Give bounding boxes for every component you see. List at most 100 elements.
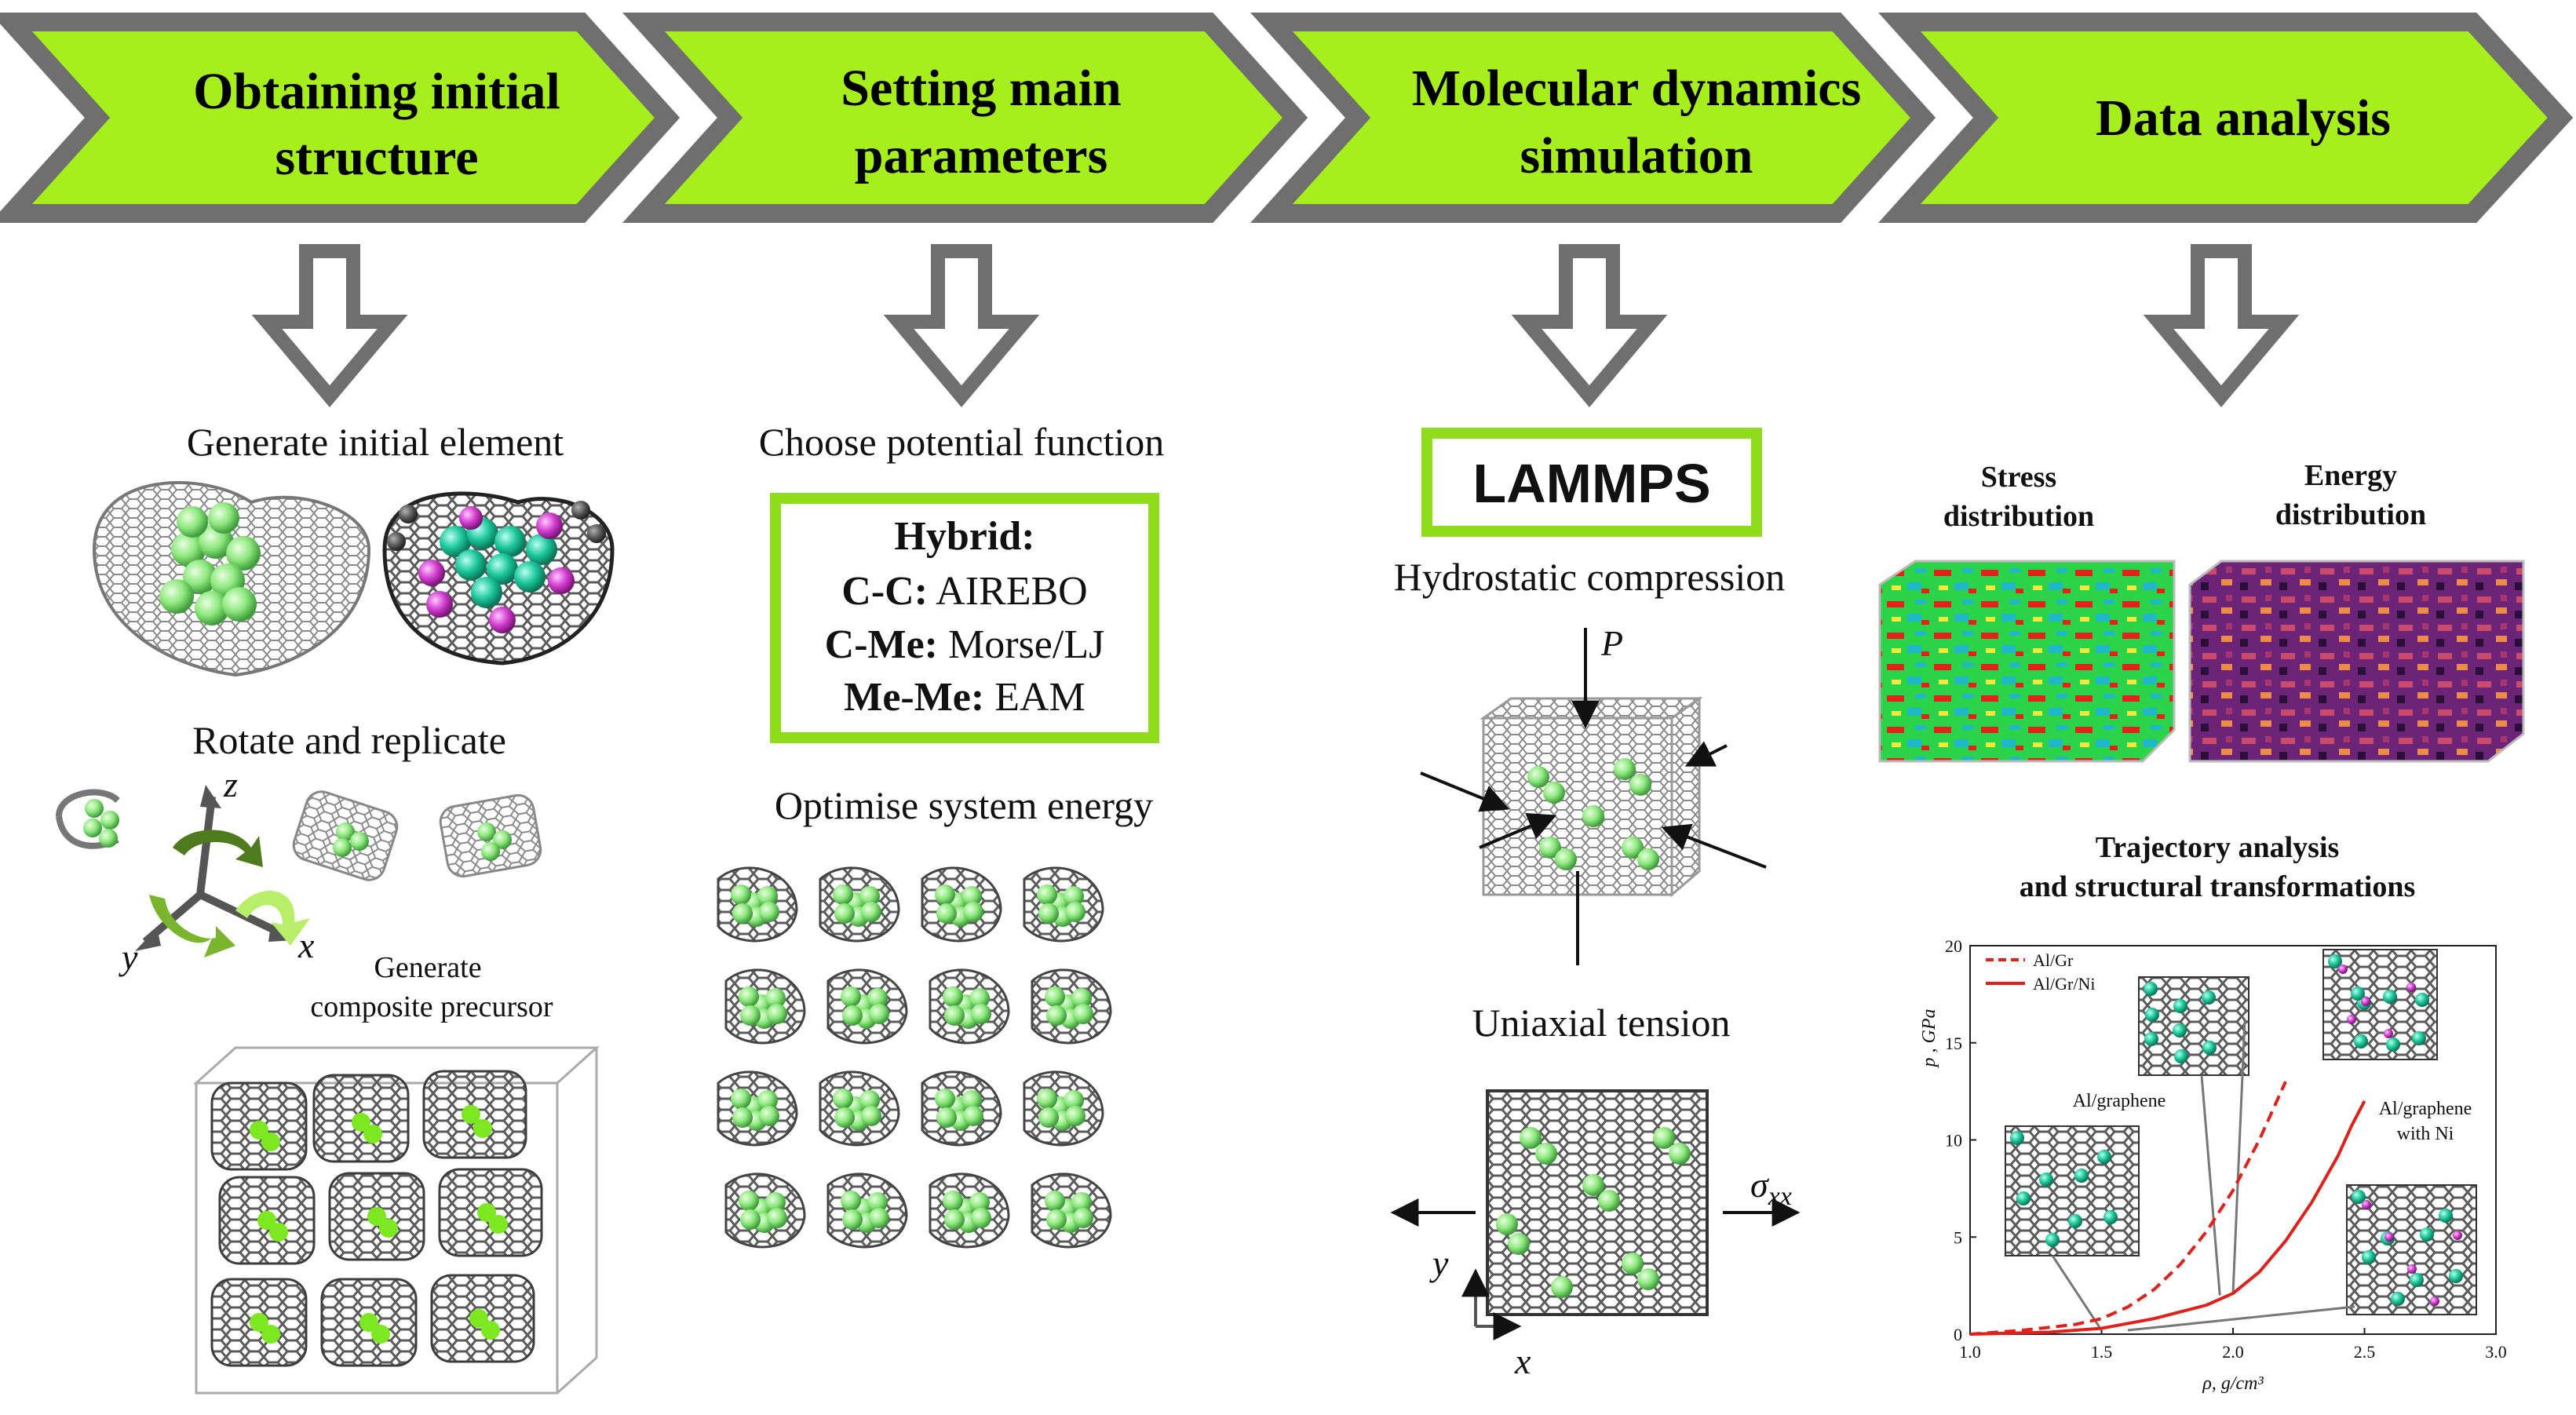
metal-atom xyxy=(842,1005,863,1026)
y-tick-label: 10 xyxy=(1945,1131,1962,1151)
nickel-atom xyxy=(2453,1231,2462,1240)
column-main-parameters: Choose potential function Hybrid: C-C: A… xyxy=(717,420,1165,1249)
optimised-structure-image xyxy=(717,866,1112,1249)
potential-row-cc: C-C: AIREBO xyxy=(841,569,1087,614)
caption-generate: Generate xyxy=(374,951,481,984)
annotation-al-graphene: Al/graphene xyxy=(2073,1091,2166,1111)
metal-atom xyxy=(2383,990,2397,1004)
down-arrow-icon xyxy=(251,244,408,407)
metal-atom xyxy=(1046,1209,1067,1230)
metal-atom xyxy=(969,1192,990,1213)
metal-atom xyxy=(859,1090,880,1110)
sigma-xx-label: σxx xyxy=(1750,1165,1792,1211)
rotation-axes: z y x xyxy=(119,764,315,977)
nickel-atom xyxy=(2407,1264,2417,1274)
structure-snapshot-image xyxy=(2138,976,2249,1076)
metal-atom xyxy=(841,986,861,1007)
rotate-arrow-y-icon xyxy=(149,895,235,957)
metal-atom xyxy=(1064,886,1084,906)
nickel-atom xyxy=(2362,1200,2371,1209)
metal-atom xyxy=(963,902,983,922)
metal-atom xyxy=(732,903,753,924)
series-line-al-gr-ni xyxy=(1969,1100,2366,1336)
x-tick-label: 2.5 xyxy=(2354,1342,2376,1362)
metal-atom xyxy=(935,884,955,905)
metal-atom xyxy=(1065,1106,1085,1126)
metal-atom xyxy=(1045,1191,1065,1211)
metal-atom xyxy=(861,902,881,922)
metal-atom xyxy=(759,902,779,922)
energy-title-line1: Energy xyxy=(2304,459,2397,492)
structure-snapshot-image xyxy=(2005,1125,2140,1256)
metal-atom xyxy=(944,1005,965,1026)
axis-label-x: x xyxy=(297,925,315,965)
pointer-line xyxy=(2051,1255,2103,1331)
x-tick-label: 1.0 xyxy=(1959,1342,1981,1362)
metal-atom xyxy=(2410,1273,2424,1287)
metal-atom xyxy=(731,884,751,905)
metal-atom xyxy=(963,1106,983,1126)
y-tick-label: 0 xyxy=(1954,1325,1962,1344)
stage-3-chevron xyxy=(1250,13,1936,223)
down-arrow-icon xyxy=(2143,244,2300,407)
metal-atom xyxy=(765,988,786,1008)
metal-atom xyxy=(739,1191,759,1211)
caption-choose-potential: Choose potential function xyxy=(759,420,1165,464)
metal-atom xyxy=(859,886,880,906)
column-initial-structure: Generate initial element xyxy=(56,420,615,1395)
x-axis-label: ρ, g/cm³ xyxy=(2202,1373,2264,1394)
x-tick-label: 2.0 xyxy=(2222,1342,2244,1362)
stage-2-title-line1: Setting main xyxy=(841,60,1122,117)
uniaxial-tension-image: σxx y x xyxy=(1390,1089,1801,1381)
caption-hydrostatic-compression: Hydrostatic compression xyxy=(1394,555,1786,599)
metal-atom xyxy=(971,1208,991,1228)
stage-4-chevron xyxy=(1878,13,2574,223)
metal-atom xyxy=(961,886,982,906)
metal-atom xyxy=(767,1208,787,1228)
axis-label-z: z xyxy=(223,764,238,804)
legend-label: Al/Gr/Ni xyxy=(2033,974,2095,994)
pointer-line xyxy=(2127,1305,2355,1332)
annotation-al-graphene-ni: Al/graphene xyxy=(2379,1099,2472,1119)
metal-atom xyxy=(767,1004,787,1024)
caption-composite-precursor: composite precursor xyxy=(310,990,553,1023)
metal-atom xyxy=(740,1005,761,1026)
down-arrows xyxy=(251,244,2300,407)
metal-atom xyxy=(2097,1150,2111,1164)
metal-atom xyxy=(2352,1190,2366,1204)
energy-title-line2: distribution xyxy=(2275,498,2426,531)
metal-atom xyxy=(2144,982,2158,996)
metal-atom xyxy=(833,1089,853,1109)
metal-atom xyxy=(2068,1214,2082,1228)
stage-4-title: Data analysis xyxy=(2096,89,2391,147)
metal-atom xyxy=(833,884,853,905)
metal-atom xyxy=(861,1106,881,1126)
potential-row-cme: C-Me: Morse/LJ xyxy=(825,622,1105,667)
metal-atom xyxy=(732,1107,753,1128)
metal-atom xyxy=(936,903,957,924)
annotation-al-graphene-ni-line2: with Ni xyxy=(2397,1124,2454,1144)
metal-atom xyxy=(969,988,990,1008)
caption-rotate-replicate: Rotate and replicate xyxy=(192,718,506,762)
nickel-atom xyxy=(2430,1296,2439,1306)
pointer-line xyxy=(2231,1019,2246,1294)
metal-atom xyxy=(936,1107,957,1128)
metal-atom xyxy=(961,1090,982,1110)
nickel-atom xyxy=(2338,965,2348,974)
metal-atom xyxy=(2174,1049,2188,1063)
lammps-label: LAMMPS xyxy=(1472,453,1710,514)
metal-atom xyxy=(2202,1041,2217,1055)
metal-atom xyxy=(2103,1210,2118,1224)
metal-atom xyxy=(1071,988,1092,1008)
metal-atom xyxy=(1073,1208,1093,1228)
metal-atom xyxy=(867,988,888,1008)
metal-atom xyxy=(2144,1032,2158,1046)
rotate-arrow-z-icon xyxy=(173,830,263,867)
metal-atom xyxy=(834,903,855,924)
metal-atom xyxy=(2010,1131,2024,1145)
nickel-atom xyxy=(2347,1015,2356,1024)
metal-atom xyxy=(1064,1090,1084,1110)
metal-atom xyxy=(944,1209,965,1230)
